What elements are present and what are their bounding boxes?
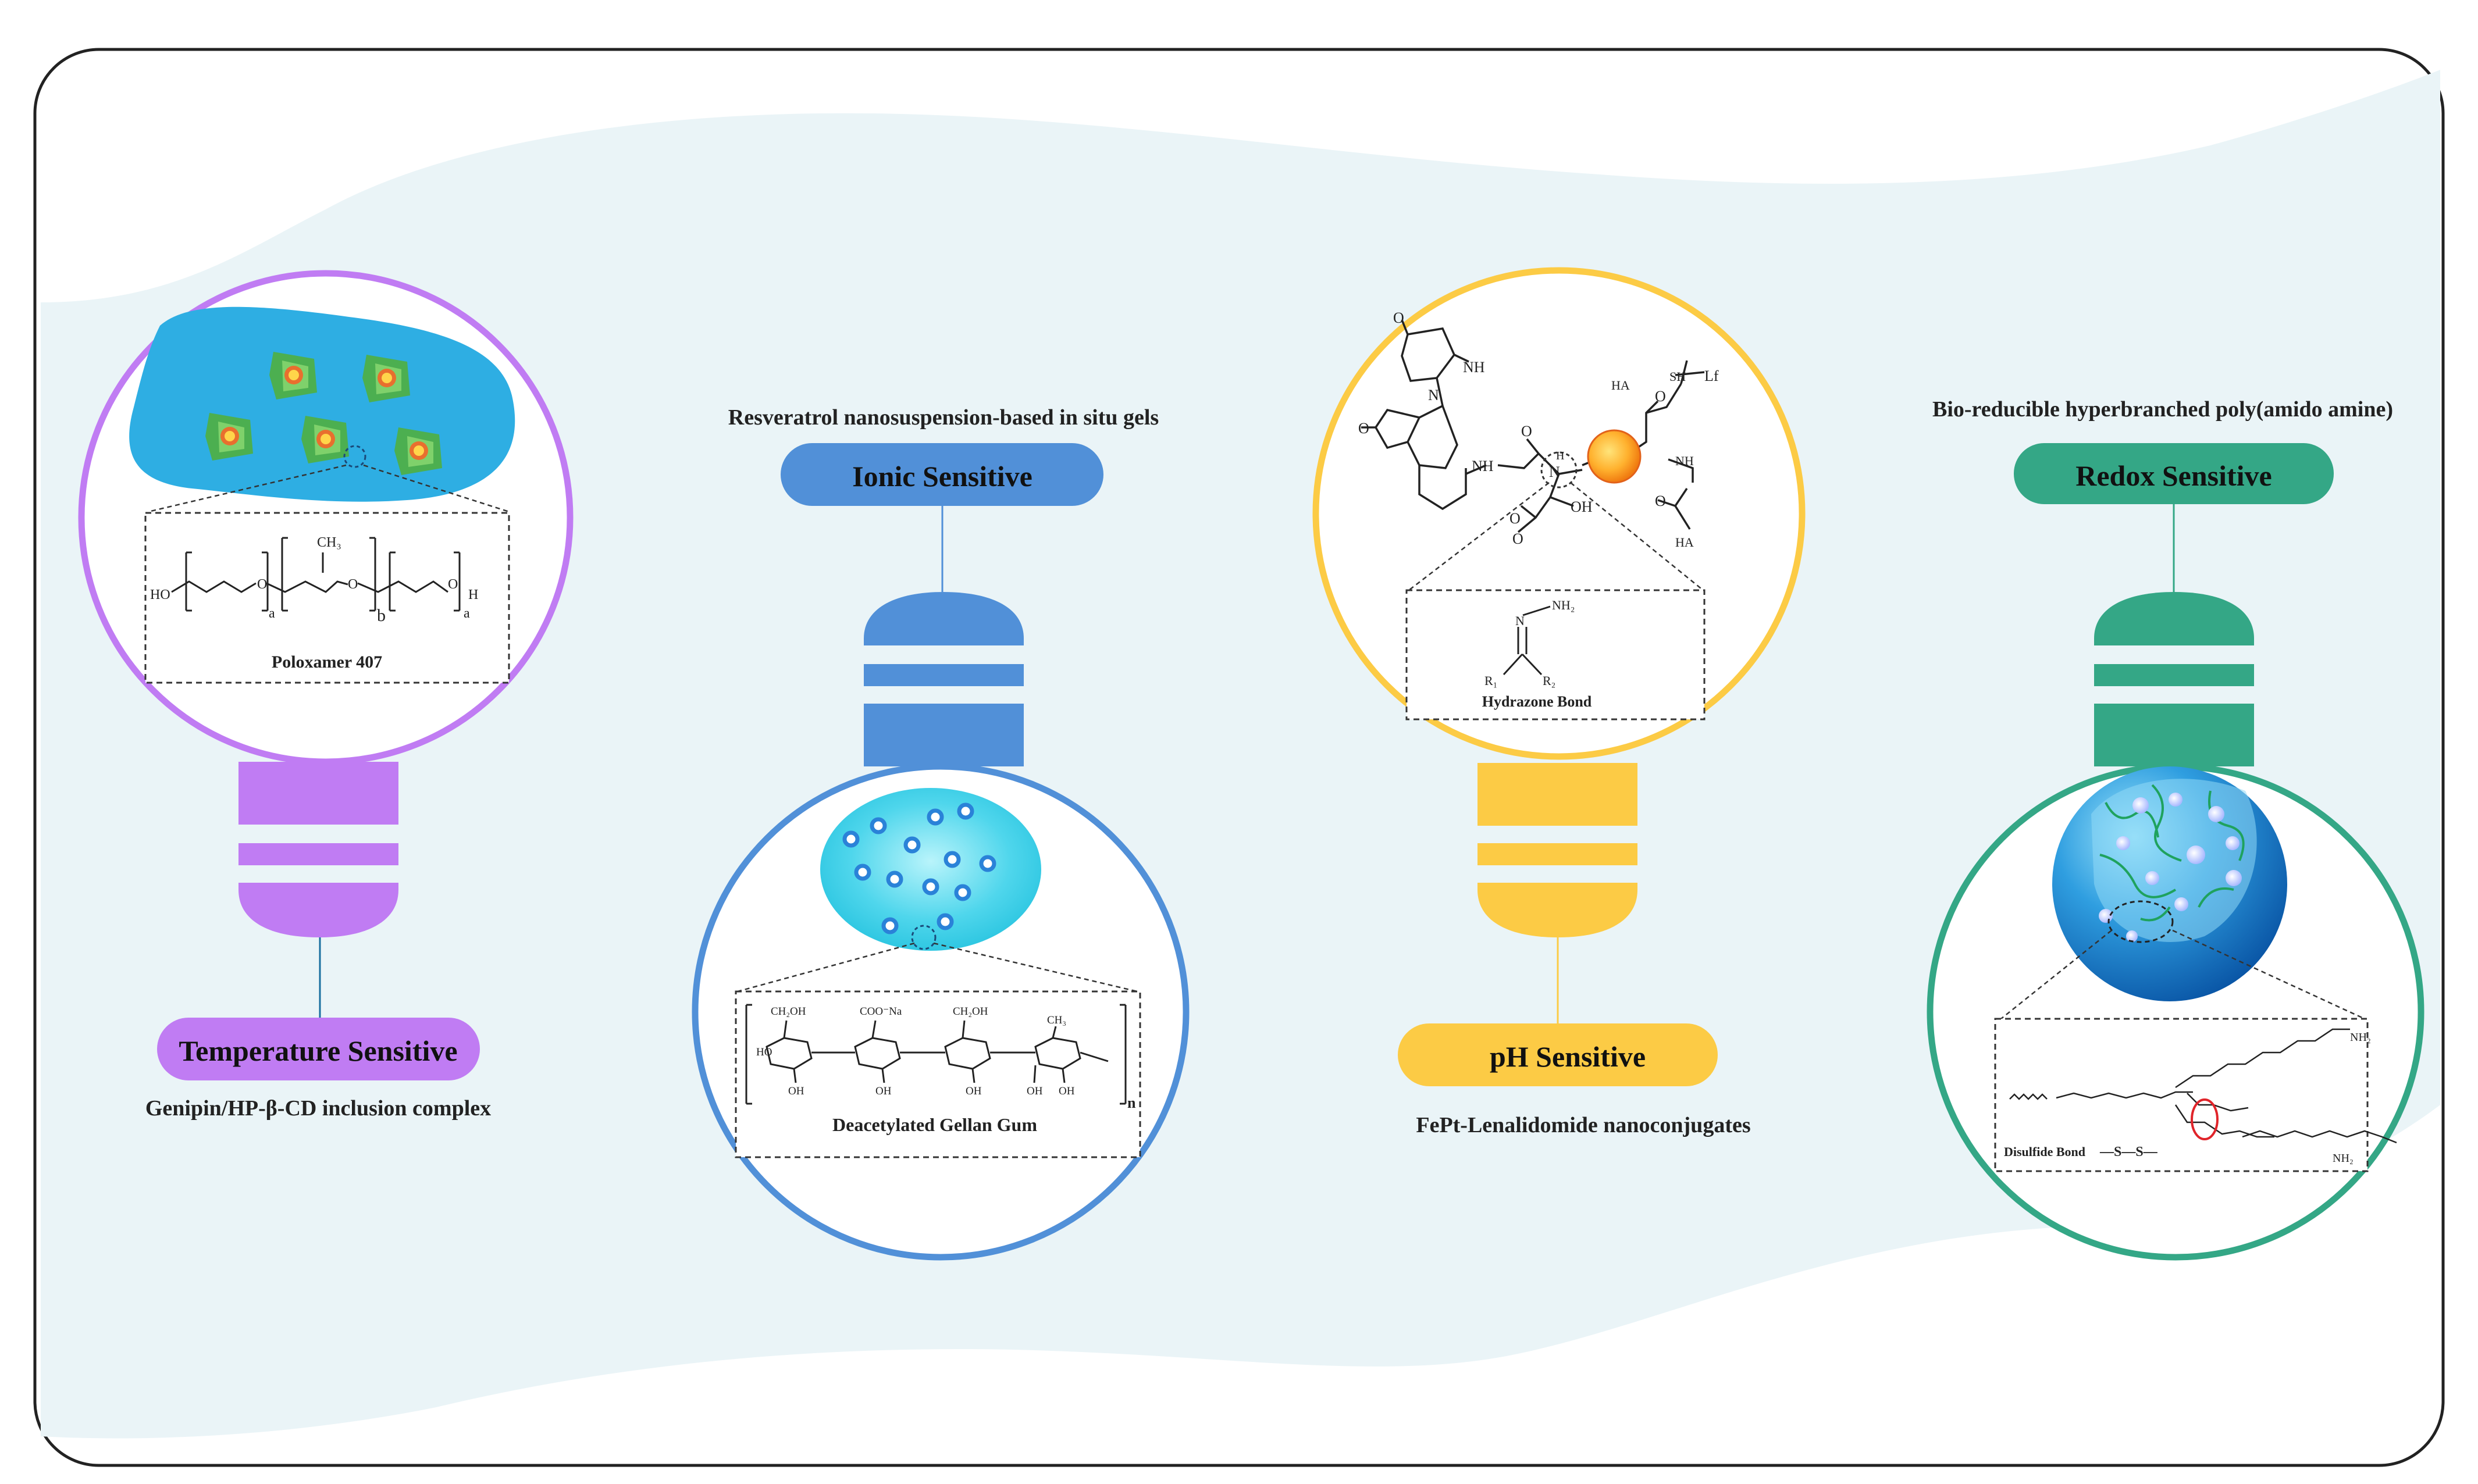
svg-text:O: O [1512,530,1523,547]
frame [33,48,2445,1467]
inset-label-temperature: Poloxamer 407 [272,652,382,672]
disulfide-sequence: —S—S— [2099,1144,2158,1160]
svg-text:NH₂: NH₂ [1552,598,1575,612]
title-pill-temperature [157,1018,480,1080]
polymer-chains [2099,784,2245,922]
gellan-gum-structure [745,1004,1127,1105]
svg-text:NH₂: NH₂ [2350,1031,2371,1044]
disulfide-labels: NH₂ NH₂ [2333,1031,2371,1165]
disulfide-structure [2009,1028,2397,1144]
svg-text:SH: SH [1669,369,1686,384]
svg-text:COO⁻Na: COO⁻Na [860,1005,902,1018]
caption-temperature: Genipin/HP-β-CD inclusion complex [145,1096,491,1121]
background-wave [41,70,2440,1439]
title-pill-ph [1398,1023,1718,1086]
inset-label-ionic: Deacetylated Gellan Gum [832,1114,1037,1135]
title-ionic: Ionic Sensitive [852,460,1032,493]
inset-box-temperature [144,512,510,684]
svg-text:O: O [1655,388,1666,405]
svg-text:OH: OH [966,1085,982,1097]
disulfide-highlight [2191,1098,2219,1140]
title-pill-redox [2014,443,2334,504]
svg-text:O: O [1358,420,1369,437]
poloxamer-labels: HO O a CH₃ O b O a H [150,535,478,625]
svg-text:R₂: R₂ [1543,673,1555,688]
bulb-base-ionic [864,592,1024,766]
lenalidomide-labels: NH N O O NH O OH O O N H O Lf SH HA NH O… [1358,309,1719,550]
fept-nanoparticle [1587,429,1642,484]
bulb-base-redox [2094,592,2254,766]
svg-text:CH₂OH: CH₂OH [771,1005,806,1018]
gellan-labels: CH₂OH COO⁻Na CH₂OH CH₃ HO OH OH OH OH OH… [756,1005,1136,1111]
svg-text:HO: HO [756,1046,772,1058]
panel-temperature: HO O a CH₃ O b O a H Poloxamer 407 Tempe… [78,270,574,1121]
panel-ionic: Resveratrol nanosuspension-based in situ… [692,405,1190,1261]
caption-ionic: Resveratrol nanosuspension-based in situ… [728,405,1159,430]
bulb-base-temperature [238,762,398,937]
svg-text:HA: HA [1611,378,1630,393]
svg-text:R₁: R₁ [1484,673,1497,688]
svg-text:O: O [1521,423,1532,440]
inset-box-ph [1405,589,1706,720]
svg-text:CH₂OH: CH₂OH [953,1005,988,1018]
svg-text:N: N [1515,613,1525,628]
caption-ph: FePt-Lenalidomide nanoconjugates [1416,1113,1750,1137]
svg-text:OH: OH [1571,498,1593,515]
svg-text:O: O [1509,510,1521,527]
svg-text:b: b [377,606,386,625]
inclusion-complexes [205,352,442,475]
svg-text:OH: OH [1059,1085,1075,1097]
svg-text:O: O [348,577,358,592]
title-pill-ionic [781,443,1103,506]
svg-text:CH₃: CH₃ [317,535,341,550]
panel-ph: NH N O O NH O OH O O N H O Lf SH HA NH O… [1312,267,1806,1137]
svg-text:NH: NH [1463,359,1485,376]
svg-text:O: O [448,577,458,592]
svg-text:H: H [1556,450,1564,462]
svg-text:a: a [269,606,275,621]
bulb-base-ph [1477,763,1637,937]
poloxamer-structure [171,537,461,612]
svg-text:NH: NH [1472,458,1494,475]
svg-text:N: N [1549,463,1560,480]
title-ph: pH Sensitive [1490,1040,1646,1073]
svg-text:HO: HO [150,587,170,602]
svg-text:OH: OH [875,1085,892,1097]
svg-text:NH: NH [1675,454,1694,468]
svg-text:N: N [1428,387,1439,404]
svg-text:a: a [464,606,470,621]
inset-box-redox [1994,1018,2369,1172]
svg-text:NH₂: NH₂ [2333,1152,2354,1165]
svg-text:CH₃: CH₃ [1047,1014,1066,1026]
svg-text:n: n [1127,1094,1136,1111]
lenalidomide-structure [1361,319,1705,533]
svg-text:O: O [257,577,267,592]
inset-box-ionic [735,990,1141,1158]
inset-label-redox: Disulfide Bond [2004,1144,2085,1159]
svg-text:O: O [1655,493,1666,509]
svg-text:Lf: Lf [1704,368,1719,384]
panel-redox: Bio-reducible hyperbranched poly(amido a… [1927,397,2424,1261]
title-temperature: Temperature Sensitive [179,1034,457,1067]
inset-label-ph: Hydrazone Bond [1482,693,1592,710]
svg-text:OH: OH [788,1085,804,1097]
svg-text:O: O [1393,309,1404,326]
hydrazone-structure [1503,605,1551,676]
caption-redox: Bio-reducible hyperbranched poly(amido a… [1932,397,2393,422]
title-redox: Redox Sensitive [2075,459,2272,492]
nanoparticles [842,802,996,934]
hydrazone-labels: NH₂ N R₁ R₂ [1484,598,1575,688]
svg-text:OH: OH [1027,1085,1043,1097]
svg-text:HA: HA [1675,535,1694,550]
svg-text:H: H [468,587,478,602]
